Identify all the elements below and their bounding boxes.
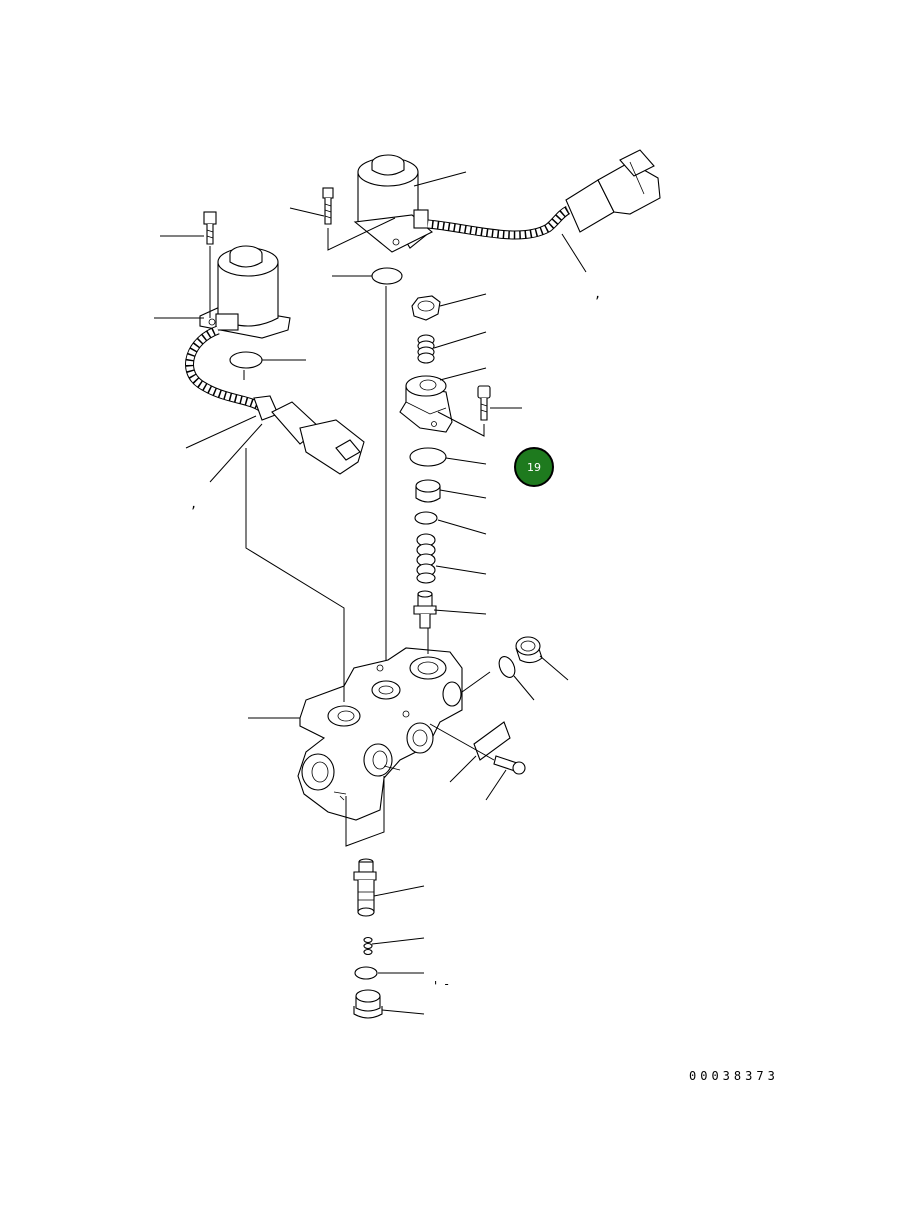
callout-badge[interactable]: 19 <box>514 447 554 487</box>
connector-left <box>253 395 365 475</box>
wire-harness-left <box>185 325 265 412</box>
stray-mark: - <box>443 977 450 991</box>
o-ring-left <box>229 351 263 380</box>
name-plate <box>473 721 511 761</box>
stray-mark: , <box>594 287 601 301</box>
drawing-number: 00038373 <box>689 1069 779 1083</box>
nut <box>411 295 441 321</box>
plug-side <box>515 636 543 664</box>
o-ring-mid <box>409 447 447 467</box>
callout-label: 19 <box>527 461 541 474</box>
leaders-to-body <box>245 448 491 847</box>
spring-upper <box>417 334 435 364</box>
o-ring-side <box>498 656 516 678</box>
bolt-flange <box>437 385 491 437</box>
spool-upper <box>413 590 437 629</box>
o-ring-lower <box>354 966 378 980</box>
screw-plate <box>429 723 526 775</box>
o-ring-small <box>414 511 438 525</box>
spool-lower <box>353 858 377 917</box>
wire-harness-upper <box>427 205 571 240</box>
flange-block <box>399 375 453 433</box>
solenoid-upper <box>353 154 433 253</box>
bolt-upper <box>322 187 396 251</box>
bolt-left <box>203 211 217 318</box>
connector-upper <box>565 149 661 233</box>
stray-mark: , <box>190 497 197 511</box>
spring-small <box>363 936 373 956</box>
spring-lower <box>416 533 436 584</box>
plug-mid <box>415 479 441 503</box>
valve-body <box>297 647 463 821</box>
o-ring-top <box>371 267 403 285</box>
callout-leaders <box>154 171 587 1015</box>
plug-lower <box>353 989 383 1019</box>
solenoid-left <box>199 245 291 339</box>
stray-mark: ' <box>432 979 439 993</box>
